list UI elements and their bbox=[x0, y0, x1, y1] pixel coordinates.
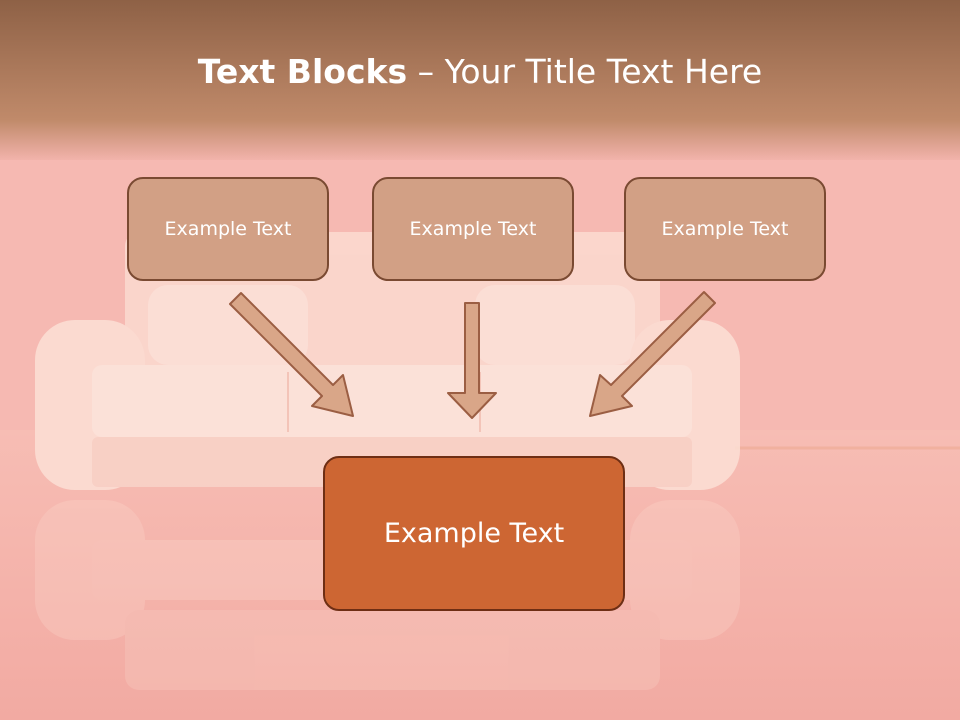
text-block-3-label: Example Text bbox=[661, 218, 789, 240]
arrow-left bbox=[229, 292, 354, 417]
target-block: Example Text bbox=[323, 456, 625, 611]
arrow-right bbox=[589, 291, 716, 417]
sofa bbox=[35, 232, 740, 490]
text-block-1-label: Example Text bbox=[164, 218, 292, 240]
text-block-1: Example Text bbox=[127, 177, 329, 281]
title-dash: – bbox=[407, 52, 445, 91]
slide-title: Text Blocks – Your Title Text Here bbox=[0, 52, 960, 91]
text-block-2: Example Text bbox=[372, 177, 574, 281]
header-band bbox=[0, 0, 960, 160]
arrow-center bbox=[447, 302, 497, 419]
title-rest: Your Title Text Here bbox=[444, 52, 763, 91]
target-block-label: Example Text bbox=[383, 518, 565, 549]
text-block-2-label: Example Text bbox=[409, 218, 537, 240]
text-block-3: Example Text bbox=[624, 177, 826, 281]
title-bold: Text Blocks bbox=[197, 52, 408, 91]
